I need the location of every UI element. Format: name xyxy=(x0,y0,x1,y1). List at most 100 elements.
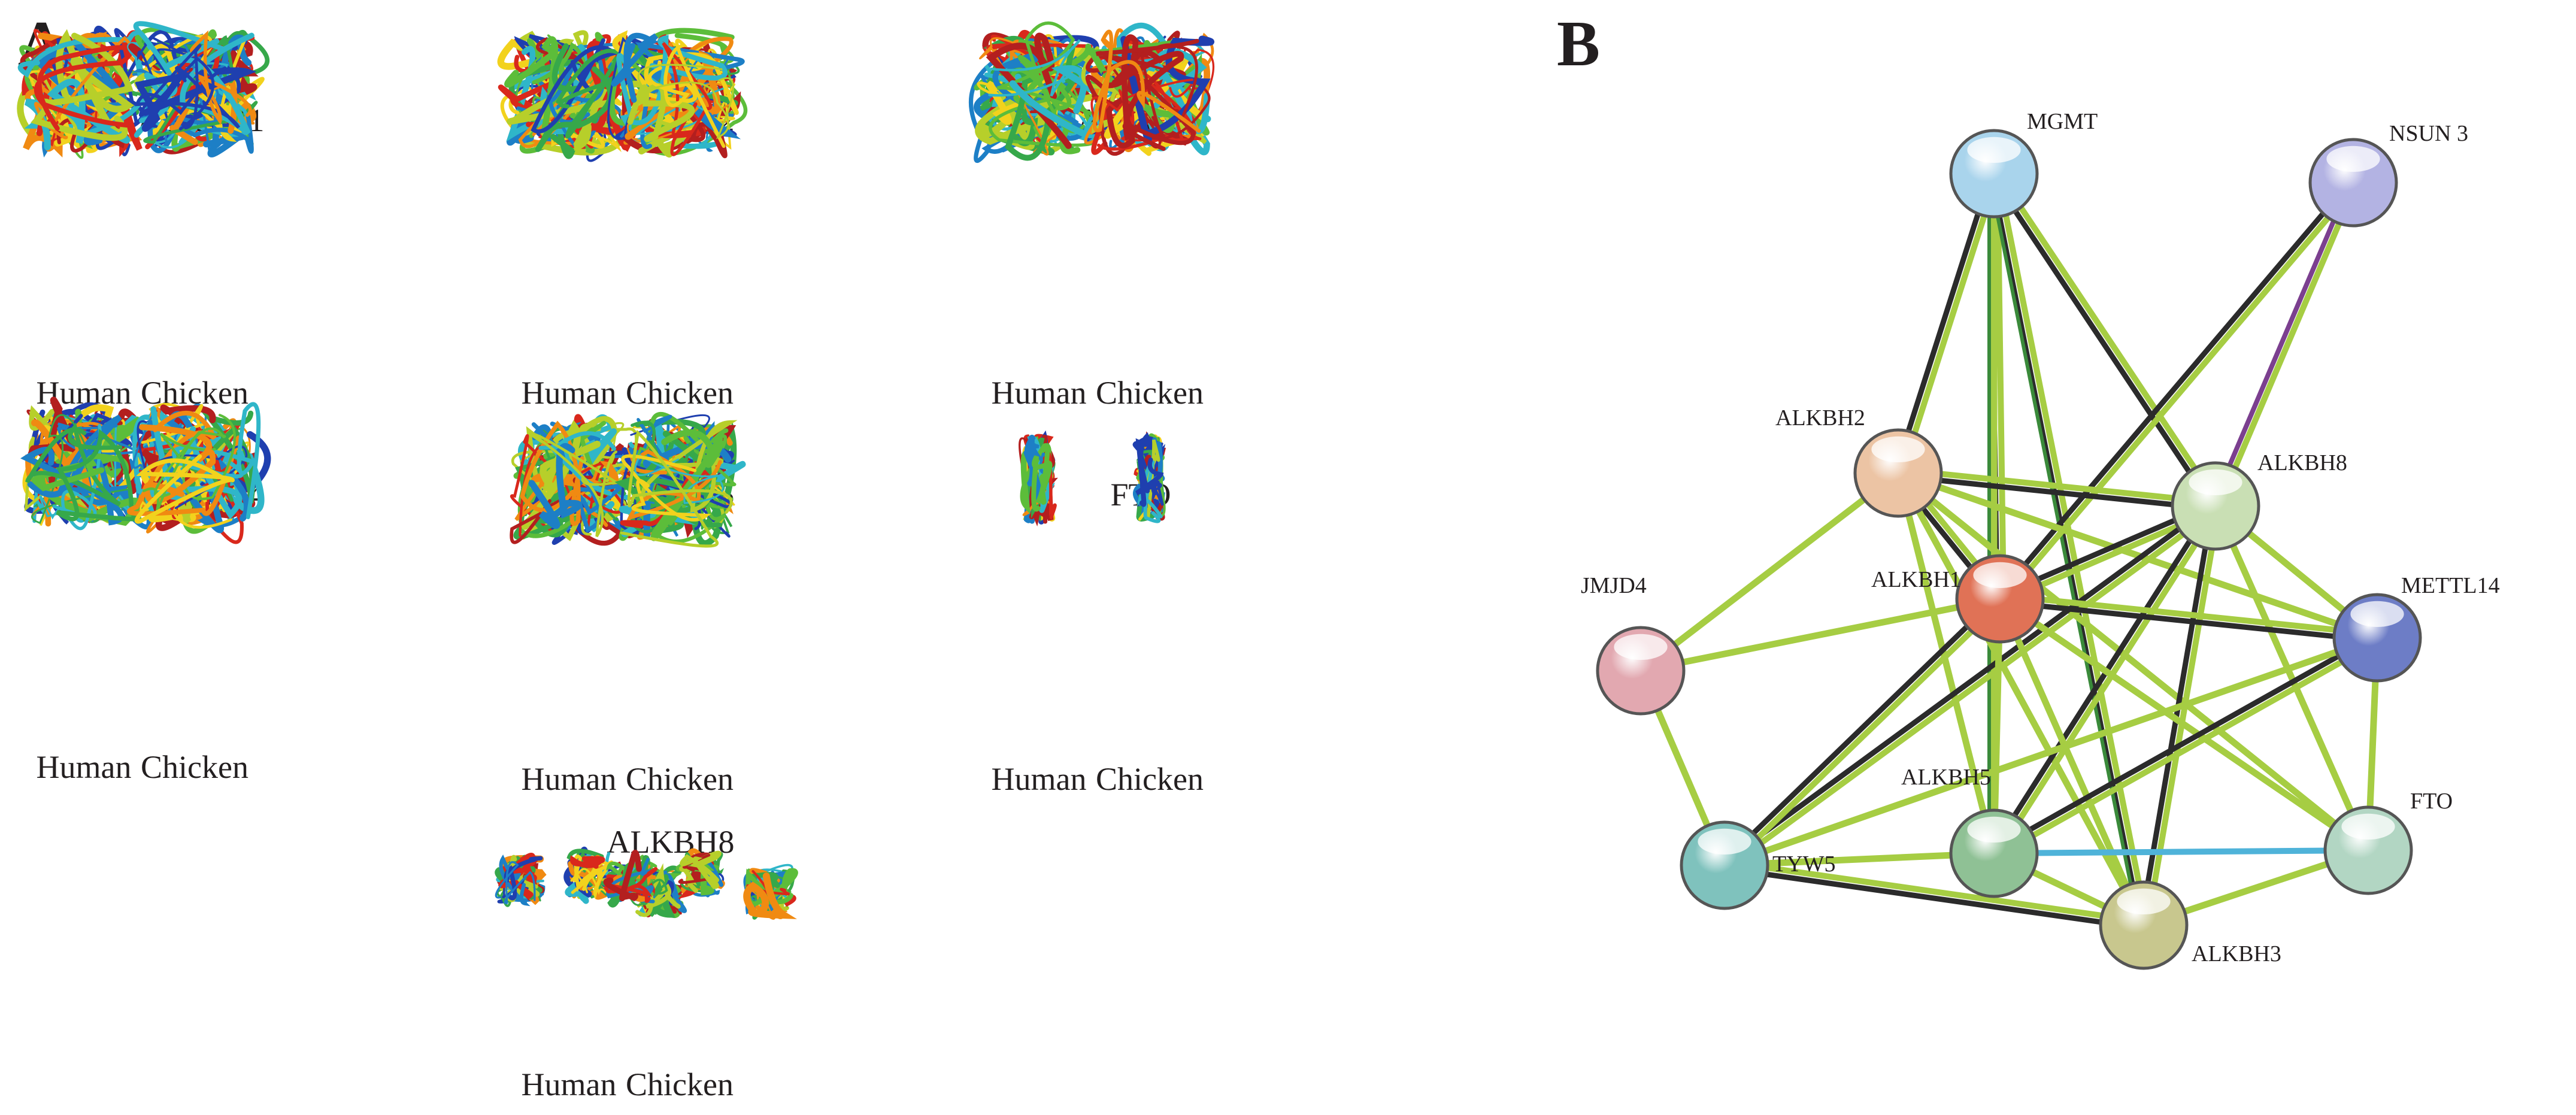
species-label-human: Human xyxy=(991,375,1087,411)
edge-alkbh8-fto xyxy=(2212,502,2372,854)
edge-line xyxy=(1895,469,2381,641)
network-node-nsun3[interactable]: NSUN 3 xyxy=(2308,121,2468,228)
edge-alkbh2-alkbh5 xyxy=(1895,469,1998,857)
network-node-tyw5[interactable]: TYW5 xyxy=(1680,820,1836,910)
network-node-jmjd4[interactable]: JMJD4 xyxy=(1581,573,1686,716)
edge-alkbh2-jmjd4 xyxy=(1637,469,1902,674)
node-label-alkbh3: ALKBH3 xyxy=(2192,941,2281,966)
network-node-alkbh1[interactable]: ALKBH1 xyxy=(1871,554,2045,644)
ribbon-strand xyxy=(138,44,215,131)
edge-alkbh1-mettl14 xyxy=(1996,592,2381,644)
network-node-mgmt[interactable]: MGMT xyxy=(1949,109,2098,219)
ribbon-strand xyxy=(20,447,124,526)
network-node-mettl14[interactable]: METTL14 xyxy=(2332,573,2500,683)
ribbon-strand xyxy=(150,107,254,154)
ribbon-strand xyxy=(1135,432,1151,507)
edge-line xyxy=(1892,169,1994,475)
ribbon-strand xyxy=(988,39,1081,97)
edge-line xyxy=(1895,466,2219,506)
species-label-chicken: Chicken xyxy=(1096,761,1204,797)
edge-line xyxy=(1996,595,2372,854)
ribbon-strand xyxy=(570,868,607,895)
edge-line xyxy=(2144,504,2222,929)
ribbon-strand xyxy=(139,424,216,504)
ribbon-strand xyxy=(620,429,733,548)
ribbon-strand xyxy=(137,37,199,119)
edge-line xyxy=(2215,180,2359,510)
ribbon-strand xyxy=(134,67,257,132)
network-node-alkbh2[interactable]: ALKBH2 xyxy=(1775,405,1943,518)
ribbon-strand xyxy=(1105,34,1184,141)
node-highlight xyxy=(1973,562,2027,589)
ribbon-strand xyxy=(650,429,725,541)
node-label-alkbh2: ALKBH2 xyxy=(1775,405,1865,431)
ribbon-strand xyxy=(535,43,613,152)
species-label-chicken: Chicken xyxy=(626,761,734,797)
species-label-chicken: Chicken xyxy=(1096,375,1204,411)
ribbon-strand xyxy=(603,850,642,902)
edge-line xyxy=(1895,469,2372,854)
protein-structure-alkbh5-chicken xyxy=(614,411,746,548)
ribbon-strand xyxy=(620,52,739,115)
ribbon-strand xyxy=(189,30,252,125)
protein-structure-alkbh8-human xyxy=(495,846,687,919)
ribbon-strand xyxy=(31,453,129,492)
node-highlight xyxy=(2117,888,2171,914)
ribbon-strand xyxy=(669,438,737,506)
node-label-mgmt: MGMT xyxy=(2027,109,2098,134)
edge-line xyxy=(1720,593,2001,866)
edge-line xyxy=(1994,505,2222,859)
ribbon-strand xyxy=(627,83,695,143)
ribbon-strand xyxy=(528,443,583,529)
edge-line xyxy=(1721,850,1998,869)
species-label-chicken: Chicken xyxy=(141,749,248,785)
network-node-fto[interactable]: FTO xyxy=(2323,789,2453,895)
node-highlight xyxy=(1871,436,1925,463)
edge-alkbh5-tyw5 xyxy=(1721,850,1998,869)
edge-line xyxy=(1721,865,2146,931)
edge-alkbh1-fto xyxy=(1996,595,2372,854)
ribbon-strand xyxy=(570,855,605,869)
edge-line xyxy=(1637,469,1902,674)
network-node-alkbh5[interactable]: ALKBH5 xyxy=(1901,765,2039,898)
ribbon-strand xyxy=(743,872,797,919)
ribbon-strand xyxy=(619,424,746,537)
ribbon-strand xyxy=(127,410,241,516)
edge-line xyxy=(1994,170,2007,602)
edge-tyw5-alkbh3 xyxy=(1721,859,2147,931)
edge-line xyxy=(1990,632,2379,854)
node-label-fto: FTO xyxy=(2410,789,2453,814)
ribbon-strand xyxy=(520,420,584,526)
edge-alkbh2-alkbh8 xyxy=(1895,466,2219,512)
ribbon-strand xyxy=(143,34,247,143)
protein-structure-alkbh3-chicken xyxy=(1081,22,1215,156)
edge-line xyxy=(1723,505,2221,871)
ribbon-strand xyxy=(1031,444,1053,512)
network-node-alkbh3[interactable]: ALKBH3 xyxy=(2099,880,2281,970)
species-label-human: Human xyxy=(521,761,617,797)
species-label-chicken: Chicken xyxy=(626,1066,734,1102)
ribbon-strand xyxy=(1092,29,1201,133)
edge-line xyxy=(1637,595,2004,674)
network-node-alkbh8[interactable]: ALKBH8 xyxy=(2171,450,2347,551)
protein-structure-alkbh1-human xyxy=(17,25,154,159)
node-highlight xyxy=(1967,137,2021,163)
edge-line xyxy=(1895,469,1998,857)
node-label-mettl14: METTL14 xyxy=(2401,573,2500,598)
ribbon-strand xyxy=(634,454,724,504)
edge-alkbh1-tyw5 xyxy=(1720,593,2006,871)
edge-alkbh8-alkbh5 xyxy=(1989,501,2222,859)
node-label-alkbh5: ALKBH5 xyxy=(1901,765,1991,790)
edge-line xyxy=(1895,473,2218,512)
node-highlight xyxy=(2189,469,2242,496)
edge-alkbh2-mettl14 xyxy=(1895,469,2381,641)
edge-line xyxy=(2212,502,2372,854)
edge-mgmt-alkbh2 xyxy=(1892,169,2001,477)
edge-line xyxy=(1724,598,2006,871)
species-label-chicken: Chicken xyxy=(626,375,734,411)
node-highlight xyxy=(1698,828,1751,855)
ribbon-strand xyxy=(34,45,134,131)
edge-line xyxy=(1721,634,2381,869)
ribbon-strand xyxy=(538,431,616,496)
edge-alkbh2-fto xyxy=(1895,469,2372,854)
